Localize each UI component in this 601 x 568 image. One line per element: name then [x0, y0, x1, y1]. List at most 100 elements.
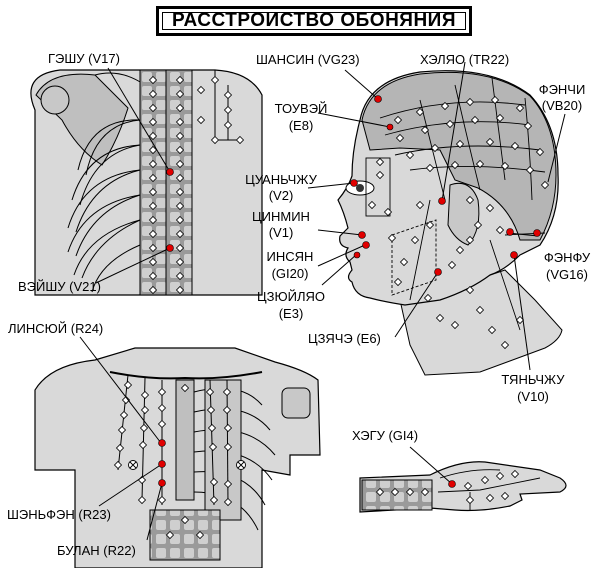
white-diamond-icon [465, 495, 475, 505]
white-diamond-icon [175, 145, 185, 155]
point-insyan-gi20 [362, 241, 370, 249]
white-diamond-icon [138, 440, 148, 450]
white-diamond-icon [375, 170, 385, 180]
white-diamond-icon [208, 442, 218, 452]
white-diamond-icon [383, 207, 393, 217]
white-diamond-icon [510, 469, 520, 479]
white-diamond-icon [425, 220, 435, 230]
white-diamond-icon [175, 131, 185, 141]
label-tyanzhu-name: ТЯНЬЧЖУ [501, 372, 565, 387]
label-tszyuilyao-code: (E3) [278, 306, 304, 321]
leader-lines [79, 61, 566, 541]
label-shansin: ШАНСИН (VG23) [256, 52, 360, 67]
white-diamond-icon [148, 201, 158, 211]
white-diamond-icon [475, 305, 485, 315]
white-diamond-icon [405, 487, 415, 497]
label-tszyuilyao-name: ЦЗЮЙЛЯО [257, 289, 325, 304]
white-diamond-icon [455, 245, 465, 255]
white-diamond-icon [175, 271, 185, 281]
white-diamond-icon [235, 135, 245, 145]
white-diamond-icon [223, 423, 233, 433]
point-touvei-e8 [386, 123, 394, 131]
white-diamond-icon [430, 143, 440, 153]
label-tszyache: ЦЗЯЧЭ (E6) [308, 331, 381, 346]
hand-points [375, 469, 520, 505]
white-diamond-icon [206, 405, 216, 415]
white-diamond-icon [148, 159, 158, 169]
label-helyao: ХЭЛЯО (TR22) [420, 52, 510, 67]
white-diamond-icon [465, 285, 475, 295]
white-diamond-icon [117, 425, 127, 435]
white-diamond-icon [523, 121, 533, 131]
white-diamond-icon [180, 515, 190, 525]
white-diamond-icon [113, 460, 123, 470]
white-diamond-icon [450, 160, 460, 170]
point-geshu-v17 [166, 168, 174, 176]
white-diamond-icon [157, 495, 167, 505]
white-diamond-icon [140, 405, 150, 415]
white-diamond-icon [121, 395, 131, 405]
label-hegu: ХЭГУ (GI4) [352, 428, 419, 443]
white-diamond-icon [390, 487, 400, 497]
label-insyan-code: (GI20) [271, 266, 309, 281]
point-veishu-v21 [166, 244, 174, 252]
white-diamond-icon [367, 200, 377, 210]
white-diamond-icon [195, 530, 205, 540]
white-diamond-icon [490, 95, 500, 105]
white-diamond-icon [140, 390, 150, 400]
white-diamond-icon [222, 405, 232, 415]
label-fenchi-code: (VB20) [541, 98, 583, 113]
white-diamond-icon [157, 403, 167, 413]
white-diamond-icon [175, 215, 185, 225]
head-points [367, 95, 550, 350]
white-diamond-icon [115, 443, 125, 453]
white-diamond-icon [450, 320, 460, 330]
back-points [148, 75, 245, 295]
title-frame: РАССТРОИСТВО ОБОНЯНИЯ [156, 6, 472, 36]
white-diamond-icon [175, 89, 185, 99]
label-tsinmin-code: (V1) [268, 225, 294, 240]
white-diamond-icon [175, 187, 185, 197]
white-diamond-icon [223, 90, 233, 100]
white-diamond-icon [123, 380, 133, 390]
white-diamond-icon [157, 387, 167, 397]
white-diamond-icon [375, 157, 385, 167]
point-linsyui-r24 [158, 439, 166, 447]
label-fenfu-name: ФЭНФУ [543, 250, 591, 265]
label-touvei-code: (E8) [288, 118, 314, 133]
white-diamond-icon [223, 479, 233, 489]
white-diamond-icon [410, 235, 420, 245]
white-diamond-icon [209, 477, 219, 487]
label-fenfu-code: (VG16) [546, 267, 588, 282]
white-diamond-icon [157, 419, 167, 429]
label-tsinmin-name: ЦИНМИН [252, 209, 310, 224]
white-diamond-icon [470, 115, 480, 125]
white-diamond-icon [395, 133, 405, 143]
white-diamond-icon [223, 442, 233, 452]
hand-figure [359, 461, 567, 513]
white-diamond-icon [485, 203, 495, 213]
white-diamond-icon [205, 387, 215, 397]
head-figure [337, 70, 563, 376]
point-tszyache-e6 [434, 268, 442, 276]
white-diamond-icon [222, 387, 232, 397]
white-diamond-icon [465, 97, 475, 107]
white-diamond-icon [415, 107, 425, 117]
white-diamond-icon [148, 103, 158, 113]
white-diamond-icon [148, 89, 158, 99]
white-diamond-icon [387, 233, 397, 243]
white-diamond-icon [165, 530, 175, 540]
white-diamond-icon [137, 495, 147, 505]
white-diamond-icon [148, 117, 158, 127]
white-diamond-icon [196, 115, 206, 125]
white-diamond-icon [487, 325, 497, 335]
white-diamond-icon [139, 423, 149, 433]
active-points [158, 95, 541, 488]
white-diamond-icon [148, 229, 158, 239]
white-diamond-icon [175, 257, 185, 267]
white-diamond-icon [223, 105, 233, 115]
label-tsuanzhu-name: ЦУАНЬЧЖУ [245, 172, 317, 187]
label-fenchi-name: ФЭНЧИ [538, 82, 586, 97]
white-diamond-icon [375, 487, 385, 497]
white-diamond-icon [148, 75, 158, 85]
